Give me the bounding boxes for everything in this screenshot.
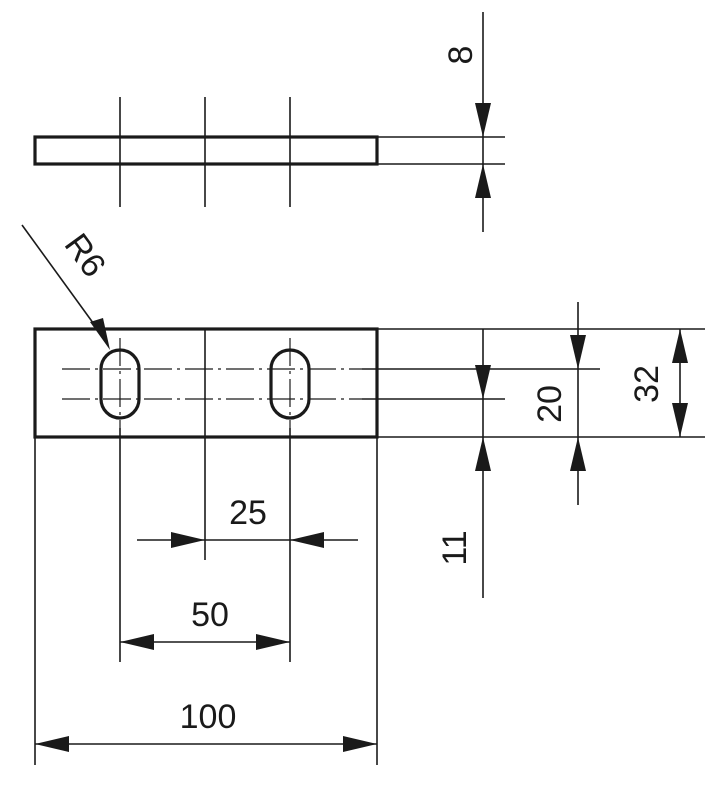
overall-height-arrow-bottom <box>672 403 688 437</box>
length-arrow-left <box>35 736 69 752</box>
half-pitch-arrow-left <box>171 532 205 548</box>
half-pitch-label: 25 <box>229 494 267 532</box>
pitch-arrow-left <box>120 634 154 650</box>
radius-label: R6 <box>57 227 113 285</box>
radius-leader-line <box>21 224 105 339</box>
slot-span-arrow-bottom <box>570 437 586 471</box>
length-label: 100 <box>180 698 237 736</box>
plate-edge-outline <box>33 135 379 166</box>
front-view: R6 11 20 32 25 50 <box>21 224 705 765</box>
pitch-label: 50 <box>191 596 229 634</box>
half-pitch-arrow-right <box>290 532 324 548</box>
pitch-arrow-right <box>256 634 290 650</box>
overall-height-label: 32 <box>628 365 666 403</box>
thickness-dimension-label: 8 <box>442 46 480 65</box>
thickness-arrow-top <box>475 103 491 137</box>
plate-outline <box>33 327 379 439</box>
length-arrow-right <box>343 736 377 752</box>
slot-span-label: 20 <box>531 385 569 423</box>
edge-offset-label: 11 <box>436 530 474 565</box>
edge-offset-arrow-bottom <box>475 437 491 471</box>
edge-offset-arrow-top <box>475 365 491 399</box>
side-view: 8 <box>33 12 505 232</box>
overall-height-arrow-top <box>672 329 688 363</box>
slot-span-arrow-top <box>570 335 586 369</box>
thickness-arrow-bottom <box>475 164 491 198</box>
radius-leader-arrow <box>90 318 110 350</box>
